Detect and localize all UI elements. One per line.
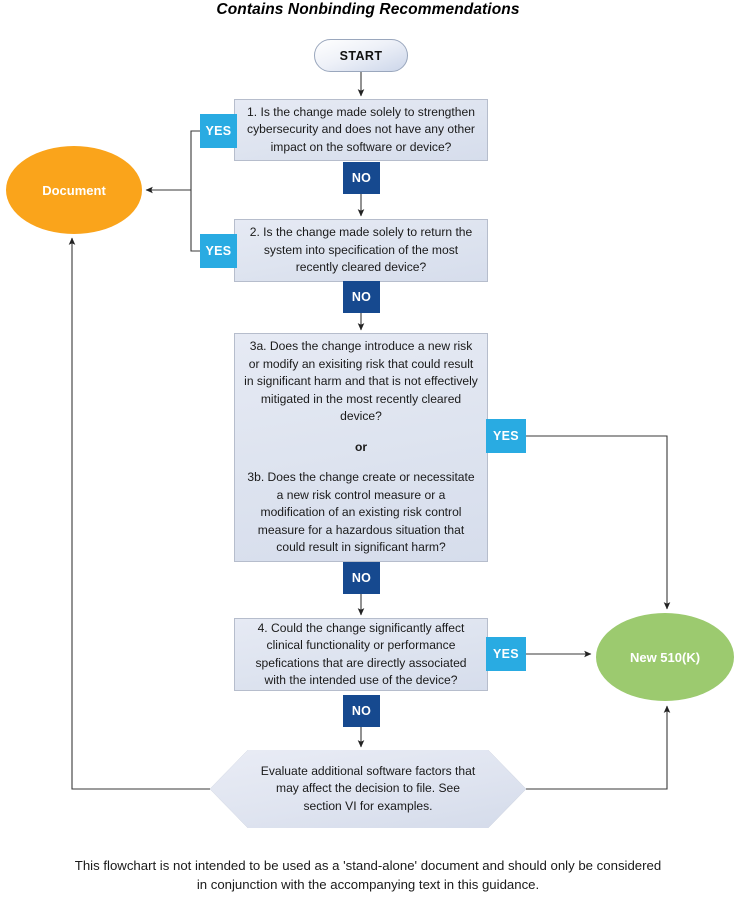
outcome-document-ellipse[interactable]: Document: [6, 146, 142, 234]
evaluate-hexagon[interactable]: Evaluate additional software factors tha…: [210, 750, 526, 828]
badge-no-q1[interactable]: NO: [343, 162, 380, 194]
badge-no-q3[interactable]: NO: [343, 562, 380, 594]
decision-box-q3[interactable]: 3a. Does the change introduce a new risk…: [234, 333, 488, 562]
badge-yes-q1[interactable]: YES: [200, 114, 237, 148]
badge-yes-q2[interactable]: YES: [200, 234, 237, 268]
outcome-new-510k-ellipse[interactable]: New 510(K): [596, 613, 734, 701]
edge-evaluate-to-new510k: [526, 705, 671, 790]
decision-q3a-text: 3a. Does the change introduce a new risk…: [244, 339, 478, 424]
decision-box-q1[interactable]: 1. Is the change made solely to strength…: [234, 99, 488, 161]
edge-q3-yes-to-new510k: [526, 435, 671, 610]
footer-note: This flowchart is not intended to be use…: [74, 858, 662, 892]
decision-q3b-text: 3b. Does the change create or necessitat…: [247, 470, 475, 555]
decision-box-q4[interactable]: 4. Could the change significantly affect…: [234, 618, 488, 691]
edge-evaluate-to-document: [68, 237, 210, 790]
decision-box-q2[interactable]: 2. Is the change made solely to return t…: [234, 219, 488, 282]
badge-no-q4[interactable]: NO: [343, 695, 380, 727]
start-node[interactable]: START: [314, 39, 408, 72]
edge-q1-yes-trunk: [190, 130, 200, 190]
badge-no-q2[interactable]: NO: [343, 281, 380, 313]
page-title: Contains Nonbinding Recommendations: [216, 1, 520, 18]
badge-yes-q3[interactable]: YES: [486, 419, 526, 453]
edge-q2-yes-trunk: [190, 190, 200, 252]
decision-q3-connector: or: [354, 439, 368, 454]
badge-yes-q4[interactable]: YES: [486, 637, 526, 671]
